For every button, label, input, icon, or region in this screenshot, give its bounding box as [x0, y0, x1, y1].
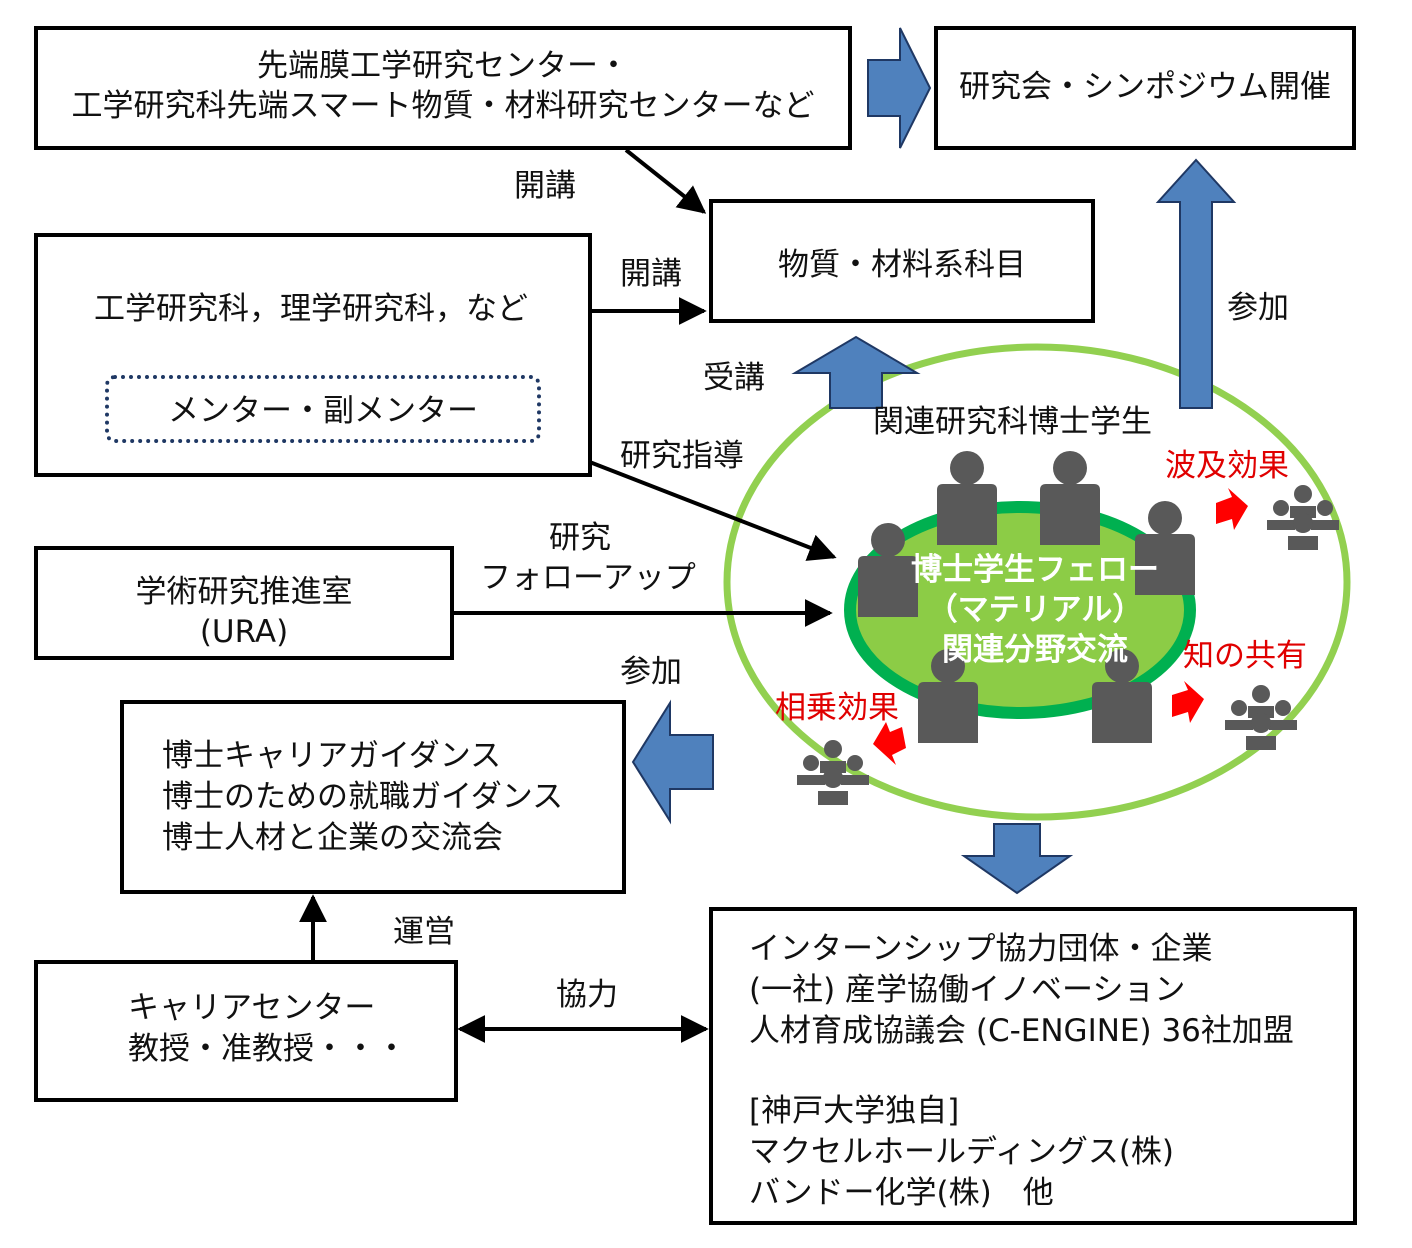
mentor-label: メンター・副メンター: [168, 393, 478, 429]
arrow-center-to-subjects: [624, 148, 707, 214]
internship-line-5: [神戸大学独自]: [749, 1093, 960, 1129]
fellow-line-1: 博士学生フェロー: [911, 552, 1159, 588]
internship-box: インターンシップ協力団体・企業 (一社) 産学協働イノベーション 人材育成協議会…: [709, 907, 1357, 1225]
label-related-students: 関連研究科博士学生: [873, 404, 1152, 440]
red-arrow-icon: [1172, 681, 1204, 723]
ura-line-2: (URA): [199, 614, 289, 650]
label-chi: 知の共有: [1183, 638, 1307, 674]
graduate-schools-label: 工学研究科，理学研究科，など: [94, 291, 528, 327]
career-center-box: キャリアセンター 教授・准教授・・・: [34, 960, 458, 1102]
research-center-box: 先端膜工学研究センター・ 工学研究科先端スマート物質・材料研究センターなど: [34, 26, 852, 150]
career-guidance-box: 博士キャリアガイダンス 博士のための就職ガイダンス 博士人材と企業の交流会: [120, 700, 626, 894]
label-kaiko-2: 開講: [620, 256, 682, 292]
symposium-label: 研究会・シンポジウム開催: [959, 69, 1331, 105]
mentor-box: メンター・副メンター: [105, 375, 541, 443]
block-arrow-icon: [960, 823, 1074, 895]
graduate-schools-box: 工学研究科，理学研究科，など メンター・副メンター: [34, 233, 592, 477]
label-followup-1: 研究: [549, 520, 611, 556]
label-kaiko-1: 開講: [514, 168, 576, 204]
label-unei: 運営: [393, 914, 455, 950]
subjects-label: 物質・材料系科目: [778, 247, 1026, 283]
label-sanka-left: 参加: [620, 654, 682, 690]
label-kenkyu-shido: 研究指導: [620, 438, 744, 474]
red-arrow-icon: [873, 722, 906, 765]
career-guidance-line-1: 博士キャリアガイダンス: [162, 738, 502, 774]
symposium-box: 研究会・シンポジウム開催: [934, 26, 1356, 150]
subjects-box: 物質・材料系科目: [709, 199, 1095, 323]
red-arrow-icon: [1216, 488, 1248, 530]
internship-line-3: 人材育成協議会 (C-ENGINE) 36社加盟: [749, 1013, 1294, 1049]
career-guidance-line-2: 博士のための就職ガイダンス: [162, 779, 564, 815]
career-guidance-line-3: 博士人材と企業の交流会: [162, 820, 503, 856]
block-arrow-icon: [791, 335, 921, 409]
label-hakyu: 波及効果: [1165, 448, 1289, 484]
ura-box: 学術研究推進室 (URA): [34, 546, 454, 660]
label-sojo: 相乗効果: [775, 690, 899, 726]
ura-line-1: 学術研究推進室: [135, 574, 353, 610]
research-center-line-1: 先端膜工学研究センター・: [257, 48, 629, 84]
internship-line-6: マクセルホールディングス(株): [749, 1134, 1175, 1170]
internship-line-7: バンドー化学(株) 他: [749, 1175, 1054, 1211]
career-center-line-1: キャリアセンター: [128, 990, 376, 1026]
research-center-line-2: 工学研究科先端スマート物質・材料研究センターなど: [71, 88, 815, 124]
internship-line-2: (一社) 産学協働イノベーション: [749, 972, 1186, 1008]
label-jukou: 受講: [703, 360, 765, 396]
block-arrow-icon: [867, 27, 932, 149]
label-sanka-top: 参加: [1227, 290, 1289, 326]
label-kyoryoku: 協力: [556, 977, 618, 1013]
label-followup-2: フォローアップ: [480, 560, 696, 596]
career-center-line-2: 教授・准教授・・・: [128, 1031, 407, 1067]
block-arrow-icon: [631, 699, 714, 825]
internship-line-1: インターンシップ協力団体・企業: [749, 931, 1213, 967]
fellow-line-3: 関連分野交流: [942, 632, 1128, 668]
block-arrow-icon: [1155, 158, 1237, 409]
fellow-line-2: （マテリアル）: [926, 592, 1144, 628]
